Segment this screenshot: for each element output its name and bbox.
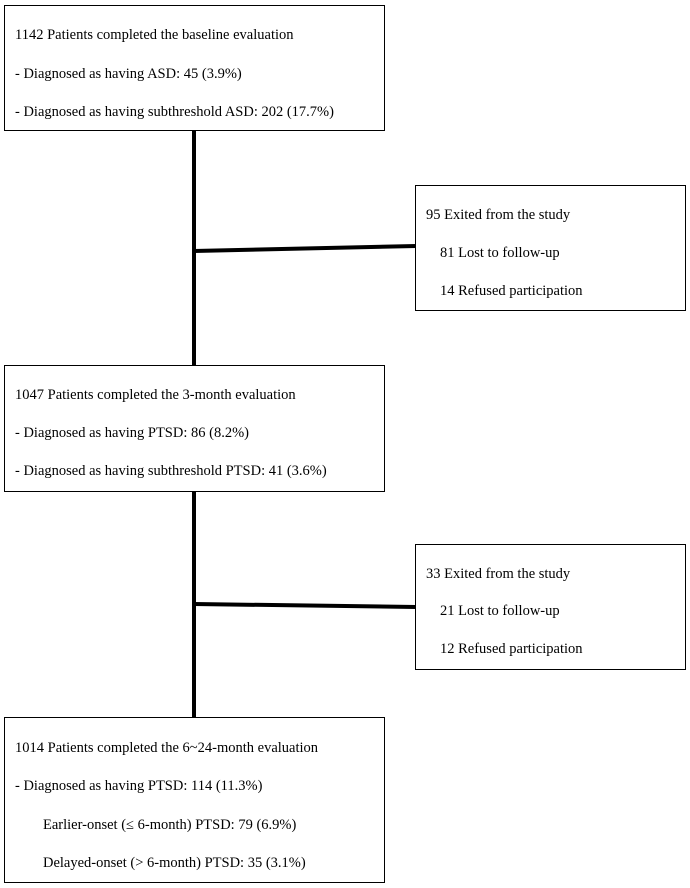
exit1-item-refused: 14 Refused participation — [440, 283, 583, 299]
baseline-item-asd: - Diagnosed as having ASD: 45 (3.9%) — [15, 66, 242, 82]
baseline-item-subthreshold-asd: - Diagnosed as having subthreshold ASD: … — [15, 104, 334, 120]
exit1-item-lost: 81 Lost to follow-up — [440, 245, 560, 261]
exit2-title: 33 Exited from the study — [426, 566, 571, 582]
exit1-title: 95 Exited from the study — [426, 207, 571, 223]
baseline-title: 1142 Patients completed the baseline eva… — [15, 27, 294, 43]
connector-branch-exit1 — [193, 244, 417, 253]
final-title: 1014 Patients completed the 6~24-month e… — [15, 740, 319, 756]
three-month-item-subthreshold-ptsd: - Diagnosed as having subthreshold PTSD:… — [15, 463, 327, 479]
three-month-title: 1047 Patients completed the 3-month eval… — [15, 387, 296, 403]
exit2-item-refused: 12 Refused participation — [440, 641, 583, 657]
connector-branch-exit2 — [193, 602, 417, 609]
three-month-box: 1047 Patients completed the 3-month eval… — [4, 365, 385, 492]
baseline-box: 1142 Patients completed the baseline eva… — [4, 5, 385, 131]
final-item-ptsd: - Diagnosed as having PTSD: 114 (11.3%) — [15, 778, 263, 794]
final-item-earlier-onset: Earlier-onset (≤ 6-month) PTSD: 79 (6.9%… — [43, 817, 297, 833]
final-box: 1014 Patients completed the 6~24-month e… — [4, 717, 385, 883]
exit-box-1: 95 Exited from the study 81 Lost to foll… — [415, 185, 686, 311]
three-month-item-ptsd: - Diagnosed as having PTSD: 86 (8.2%) — [15, 425, 249, 441]
final-item-delayed-onset: Delayed-onset (> 6-month) PTSD: 35 (3.1%… — [43, 855, 306, 871]
exit2-item-lost: 21 Lost to follow-up — [440, 603, 560, 619]
exit-box-2: 33 Exited from the study 21 Lost to foll… — [415, 544, 686, 670]
